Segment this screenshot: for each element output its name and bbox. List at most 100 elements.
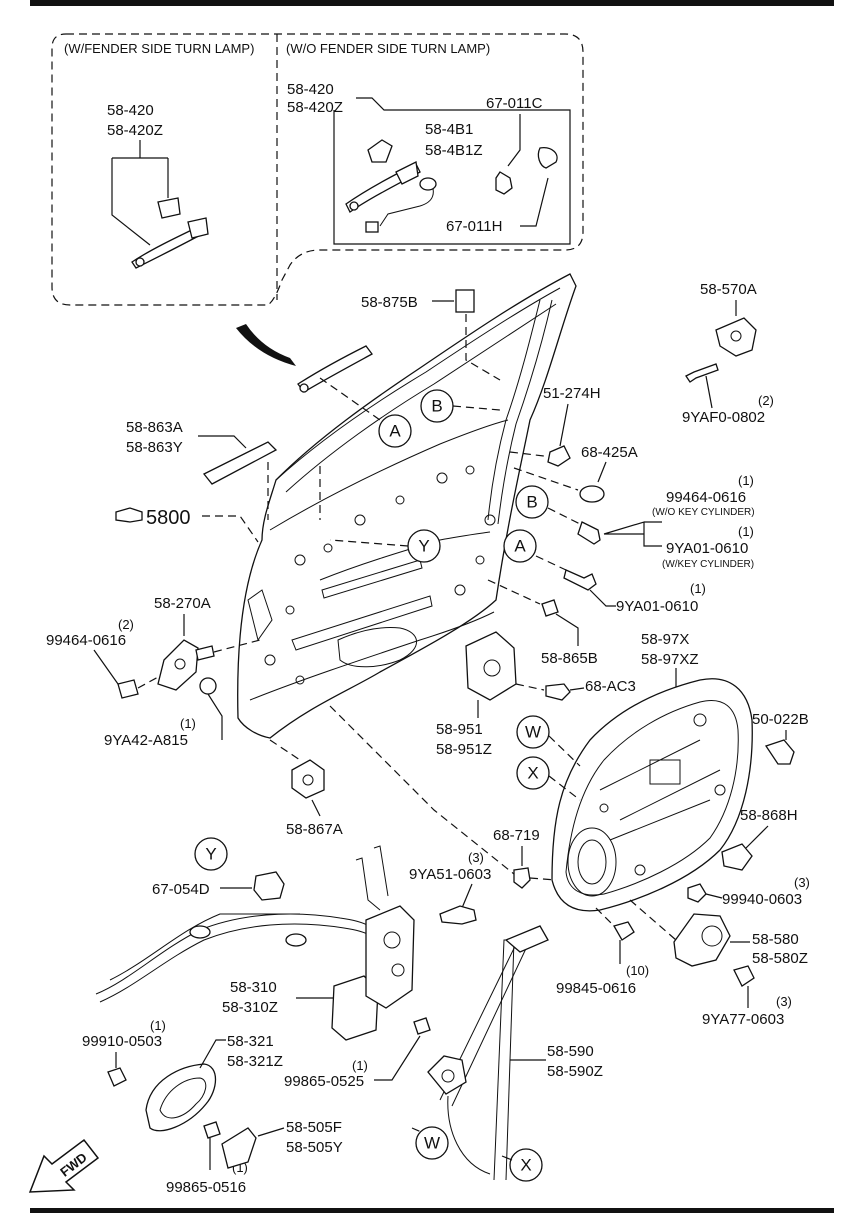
label-58-868h: 58-868H	[740, 807, 798, 824]
callout-a-top: A	[378, 414, 412, 448]
label-67-011c: 67-011C	[486, 95, 543, 112]
qty-9ya51: (3)	[468, 850, 484, 865]
label-9ya51-0603: 9YA51-0603	[409, 866, 491, 883]
label-68-719: 68-719	[493, 827, 540, 844]
part-58-505f	[221, 1127, 257, 1169]
label-58-875b: 58-875B	[361, 294, 418, 311]
label-50-022b: 50-022B	[752, 711, 809, 728]
svg-text:W: W	[525, 723, 541, 742]
label-58-420z-a: 58-420Z	[107, 122, 163, 139]
label-58-321: 58-321	[227, 1033, 274, 1050]
note-wo-key-cylinder: (W/O KEY CYLINDER)	[652, 507, 755, 518]
callout-y-door: Y	[407, 529, 441, 563]
part-58-580: 58-580 58-580Z	[629, 899, 808, 967]
part-9ya77-0603	[733, 965, 755, 987]
label-58-580z: 58-580Z	[752, 950, 808, 967]
part-58-321: (1) 99910-0503 58-321 58-321Z	[82, 1018, 283, 1132]
part-51-274h	[547, 445, 571, 467]
label-58-270a: 58-270A	[154, 595, 211, 612]
label-99464-0616-b: 99464-0616	[46, 632, 126, 649]
label-58-590: 58-590	[547, 1043, 594, 1060]
label-9ya01-0610-b: 9YA01-0610	[616, 598, 698, 615]
label-5800: 5800	[146, 507, 191, 529]
part-68-425a	[579, 485, 605, 503]
part-99940-0603	[687, 883, 707, 903]
label-58-951: 58-951	[436, 721, 483, 738]
bolt-9ya01-b: (1) 9YA01-0610	[535, 555, 706, 615]
callout-x-right: X	[516, 756, 550, 790]
label-58-420z-b: 58-420Z	[287, 99, 343, 116]
svg-text:W: W	[424, 1134, 440, 1153]
svg-text:X: X	[520, 1156, 531, 1175]
qty-9ya01-a: (1)	[738, 524, 754, 539]
part-58-310: 58-310 58-310Z	[95, 845, 415, 1041]
label-58-310: 58-310	[230, 979, 277, 996]
svg-text:A: A	[514, 537, 526, 556]
note-w-key-cylinder: (W/KEY CYLINDER)	[662, 559, 754, 570]
part-58-865b	[541, 599, 559, 617]
label-58-420-a: 58-420	[107, 102, 154, 119]
label-58-310z: 58-310Z	[222, 999, 278, 1016]
qty-9ya42: (1)	[180, 716, 196, 731]
part-68-ac3	[545, 683, 571, 701]
label-58-863y: 58-863Y	[126, 439, 183, 456]
callout-y-left: Y	[194, 837, 228, 871]
label-9yaf0-0802: 9YAF0-0802	[682, 409, 765, 426]
qty-99865-a: (1)	[352, 1058, 368, 1073]
svg-text:Y: Y	[205, 845, 216, 864]
label-9ya77-0603: 9YA77-0603	[702, 1011, 784, 1028]
callout-a-right: A	[503, 529, 537, 563]
svg-text:B: B	[431, 397, 442, 416]
inset-right-title: (W/O FENDER SIDE TURN LAMP)	[286, 41, 490, 56]
part-58-951: 58-951 58-951Z	[436, 631, 517, 758]
label-99940-0603: 99940-0603	[722, 891, 802, 908]
callout-w-right: W	[516, 715, 550, 749]
callout-w-bottom: W	[415, 1126, 449, 1160]
bolt-9ya51: (3) 9YA51-0603	[409, 850, 491, 925]
label-99865-0516: 99865-0516	[166, 1179, 246, 1196]
part-68-719	[513, 867, 531, 889]
part-58-270a: 58-270A (2) 99464-0616 (1) 9YA42-A815	[46, 595, 261, 749]
top-border	[30, 0, 834, 6]
part-58-570a: 58-570A (2) 9YAF0-0802	[682, 281, 774, 426]
label-68-ac3: 68-AC3	[585, 678, 636, 695]
label-58-863a: 58-863A	[126, 419, 183, 436]
label-58-951z: 58-951Z	[436, 741, 492, 758]
qty-99845: (10)	[626, 963, 649, 978]
label-58-580: 58-580	[752, 931, 799, 948]
svg-text:A: A	[389, 422, 401, 441]
callout-b-top: B	[420, 389, 454, 423]
label-99865-0525: 99865-0525	[284, 1073, 364, 1090]
qty-9ya77: (3)	[776, 994, 792, 1009]
label-58-505y: 58-505Y	[286, 1139, 343, 1156]
label-58-505f: 58-505F	[286, 1119, 342, 1136]
label-58-97xz: 58-97XZ	[641, 651, 699, 668]
label-58-321z: 58-321Z	[227, 1053, 283, 1070]
part-99845-0616	[613, 921, 635, 941]
qty-9ya01-b: (1)	[690, 581, 706, 596]
svg-text:B: B	[526, 493, 537, 512]
bottom-border	[30, 1208, 834, 1213]
part-58-863a: 58-863A 58-863Y	[126, 419, 321, 520]
label-58-4b1z: 58-4B1Z	[425, 142, 483, 159]
label-9ya42-a815: 9YA42-A815	[104, 732, 188, 749]
handle-assembly-wo-lamp: 58-420 58-420Z 67-011C 58-4B1 58-4B1Z 67…	[287, 81, 571, 245]
label-58-4b1: 58-4B1	[425, 121, 473, 138]
qty-99940: (3)	[794, 875, 810, 890]
label-67-054d: 67-054D	[152, 881, 210, 898]
label-99845-0616: 99845-0616	[556, 980, 636, 997]
fwd-arrow-icon: FWD	[28, 1138, 100, 1193]
qty-99464-a: (1)	[738, 473, 754, 488]
label-58-570a: 58-570A	[700, 281, 757, 298]
label-51-274h: 51-274H	[543, 385, 601, 402]
callout-x-bottom: X	[509, 1148, 543, 1182]
door-frame	[237, 273, 577, 739]
inset-box: (W/FENDER SIDE TURN LAMP) (W/O FENDER SI…	[51, 33, 584, 306]
label-58-590z: 58-590Z	[547, 1063, 603, 1080]
qty-99464-b: (2)	[118, 617, 134, 632]
svg-text:Y: Y	[418, 537, 429, 556]
qty-9yaf0: (2)	[758, 393, 774, 408]
label-67-011h: 67-011H	[446, 218, 502, 235]
label-68-425a: 68-425A	[581, 444, 638, 461]
